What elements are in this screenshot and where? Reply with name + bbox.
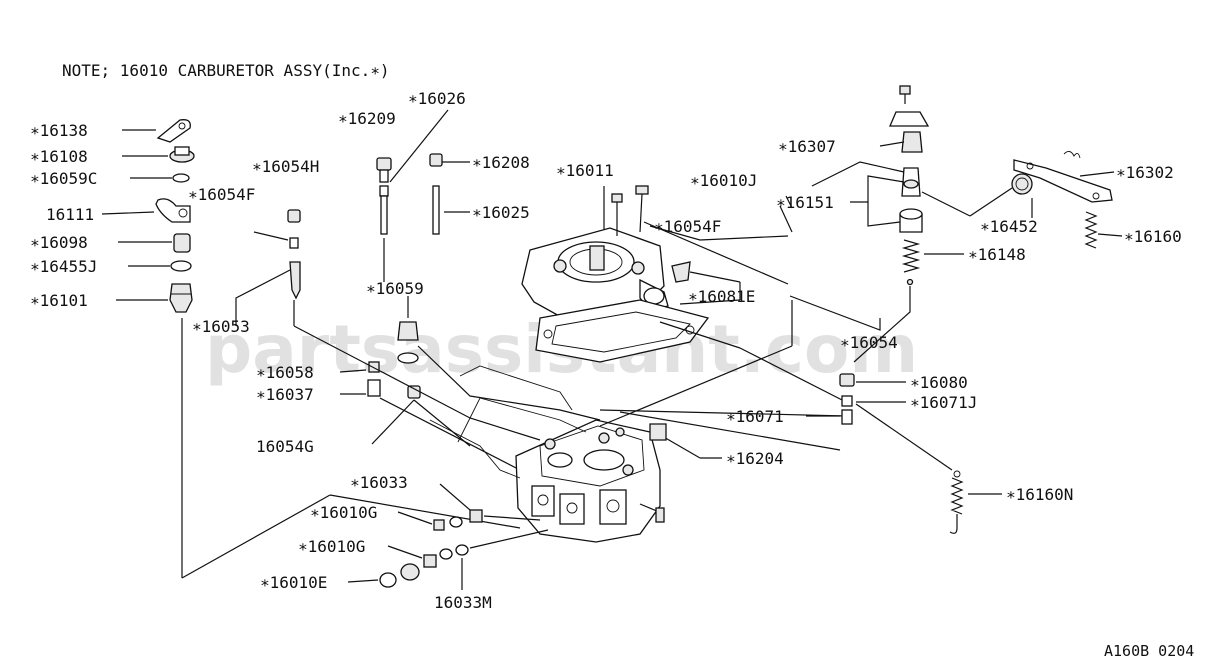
part-16071J-jet	[841, 395, 853, 407]
part-16059-plug	[397, 321, 419, 341]
part-16160N-spring	[950, 477, 964, 515]
label-16452: ∗16452	[980, 217, 1038, 236]
label-16455J: ∗16455J	[30, 257, 97, 276]
part-16010G-lower-screw	[423, 554, 437, 568]
part-16307-cover	[889, 111, 930, 127]
part-16138-bracket	[156, 119, 191, 143]
part-16208-screw	[429, 153, 443, 167]
part-16307-diaphragm	[901, 131, 923, 153]
part-16101-fitting	[169, 283, 193, 313]
label-16025: ∗16025	[472, 203, 530, 222]
part-16080-screw	[839, 373, 855, 387]
label-16054F-right: ∗16054F	[654, 217, 721, 236]
label-16151: ∗16151	[776, 193, 834, 212]
label-16054H: ∗16054H	[252, 157, 319, 176]
part-16010E-screw	[400, 563, 420, 581]
part-16111-elbow	[155, 198, 191, 223]
label-16059: ∗16059	[366, 279, 424, 298]
part-16033-fitting	[469, 509, 483, 523]
label-16010G-upper: ∗16010G	[310, 503, 377, 522]
label-16011: ∗16011	[556, 161, 614, 180]
right-side-parts	[649, 85, 1113, 534]
part-16071-jet	[841, 409, 853, 425]
part-16010E-washer	[379, 572, 397, 588]
label-16108: ∗16108	[30, 147, 88, 166]
diagram-code: A160B 0204	[1104, 642, 1194, 660]
part-16452-coil-spring	[1011, 173, 1033, 195]
part-16059-washer	[397, 352, 419, 364]
label-16054: ∗16054	[840, 333, 898, 352]
label-16080: ∗16080	[910, 373, 968, 392]
part-16054F-left-jet	[289, 237, 299, 249]
right-leaders	[700, 141, 1123, 495]
label-16059C: ∗16059C	[30, 169, 97, 188]
bottom-center-parts	[379, 509, 483, 588]
left-column-parts	[155, 119, 195, 313]
bottom-leaders	[347, 483, 549, 590]
label-16071: ∗16071	[726, 407, 784, 426]
label-16033: ∗16033	[350, 473, 408, 492]
part-16010G-upper-screw	[433, 519, 445, 531]
part-16302-lever	[1013, 159, 1113, 203]
part-16059C-washer	[172, 173, 190, 183]
center-left-parts	[287, 153, 443, 399]
label-16209: ∗16209	[338, 109, 396, 128]
label-16138: ∗16138	[30, 121, 88, 140]
label-16160: ∗16160	[1124, 227, 1182, 246]
carburetor-body	[429, 185, 710, 543]
label-16053: ∗16053	[192, 317, 250, 336]
label-16204: ∗16204	[726, 449, 784, 468]
label-16160N: ∗16160N	[1006, 485, 1073, 504]
label-16208: ∗16208	[472, 153, 530, 172]
part-16053-needle	[289, 261, 301, 300]
assembly-note: NOTE; 16010 CARBURETOR ASSY(Inc.∗)	[62, 61, 390, 80]
label-16037: ∗16037	[256, 385, 314, 404]
part-16081E-bracket	[671, 261, 691, 283]
part-16054H-jet	[287, 209, 301, 223]
label-16071J: ∗16071J	[910, 393, 977, 412]
left-leaders	[101, 129, 521, 579]
label-16148: ∗16148	[968, 245, 1026, 264]
part-16026-jet-rod	[380, 195, 388, 235]
label-16081E: ∗16081E	[688, 287, 755, 306]
part-16025-jet-rod	[432, 185, 440, 235]
part-16054G-jet	[407, 385, 421, 399]
label-16054G: 16054G	[256, 437, 314, 456]
body-leaders	[599, 186, 881, 459]
part-16455J-washer	[170, 260, 192, 272]
part-labels: ∗16138 ∗16108 ∗16059C 16111 ∗16098 ∗1645…	[30, 89, 1194, 660]
label-16098: ∗16098	[30, 233, 88, 252]
label-16010E: ∗16010E	[260, 573, 327, 592]
part-16058-jet	[368, 361, 380, 373]
part-16011-screw	[611, 193, 623, 203]
label-16033M: 16033M	[434, 593, 492, 612]
part-16204-screw	[649, 423, 667, 441]
carburetor-main-body	[515, 419, 661, 543]
label-16101: ∗16101	[30, 291, 88, 310]
part-gasket	[535, 299, 710, 363]
label-16010J: ∗16010J	[690, 171, 757, 190]
label-16054F-left: ∗16054F	[188, 185, 255, 204]
part-16209-screw	[376, 157, 392, 171]
part-16148-spring	[901, 239, 921, 273]
label-16026: ∗16026	[408, 89, 466, 108]
part-16098-fitting	[173, 233, 191, 253]
part-16307-screw	[899, 85, 911, 95]
label-16058: ∗16058	[256, 363, 314, 382]
label-16010G-lower: ∗16010G	[298, 537, 365, 556]
part-16033M-washer	[455, 544, 469, 556]
part-16037-jet	[367, 379, 381, 397]
part-16010G-upper-washer	[449, 516, 463, 528]
label-16302: ∗16302	[1116, 163, 1174, 182]
label-16111: 16111	[46, 205, 94, 224]
part-16160-spring	[1084, 211, 1098, 249]
label-16307: ∗16307	[778, 137, 836, 156]
